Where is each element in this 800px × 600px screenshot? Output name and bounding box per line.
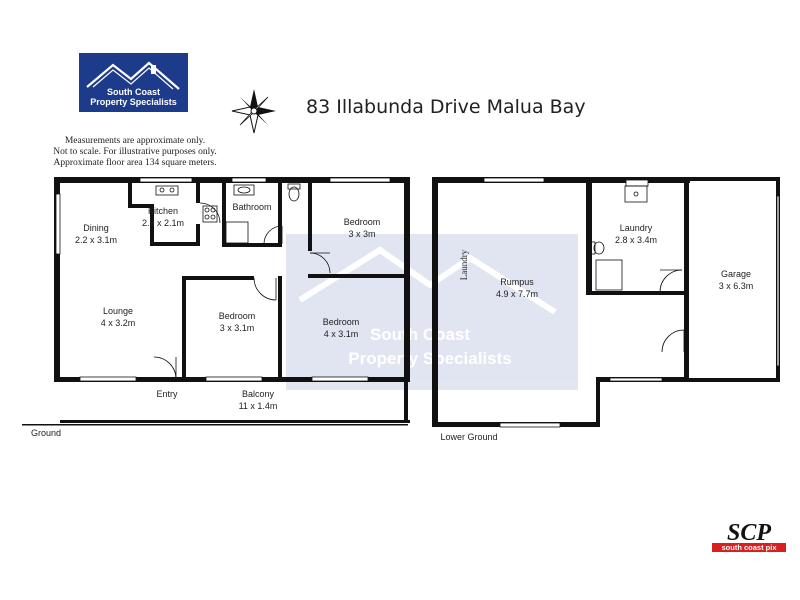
room-laundry-name: Laundry <box>620 223 653 233</box>
compass-icon <box>231 89 276 134</box>
property-title: 83 Illabunda Drive Malua Bay <box>306 96 586 118</box>
scp-subtitle: south coast pix <box>721 543 777 552</box>
note-line-2: Not to scale. For illustrative purposes … <box>53 147 217 157</box>
lower-floor-label: Lower Ground <box>440 432 497 442</box>
room-bedroom2-name: Bedroom <box>219 311 256 321</box>
note-line-1: Measurements are approximate only. <box>64 136 206 146</box>
room-bedroom3-name: Bedroom <box>323 317 360 327</box>
room-laundry-dims: 2.8 x 3.4m <box>615 235 657 245</box>
room-balcony-name: Balcony <box>242 389 275 399</box>
room-dining-name: Dining <box>83 223 109 233</box>
watermark-line1: South Coast <box>370 325 470 344</box>
company-logo: South Coast Property Specialists <box>79 53 188 112</box>
room-rumpus-dims: 4.9 x 7.7m <box>496 289 538 299</box>
ground-floor-label: Ground <box>31 428 61 438</box>
room-entry-name: Entry <box>156 389 178 399</box>
room-rumpus-name: Rumpus <box>500 277 534 287</box>
house-roof-icon <box>86 61 180 90</box>
room-bedroom2-dims: 3 x 3.1m <box>220 323 255 333</box>
room-bedroom1-dims: 3 x 3m <box>348 229 375 239</box>
ground-windows <box>55 177 391 382</box>
watermark-line2: Property Specialists <box>348 349 511 368</box>
room-lounge-dims: 4 x 3.2m <box>101 318 136 328</box>
plan-notes: Measurements are approximate only. Not t… <box>40 136 230 169</box>
note-line-3: Approximate floor area 134 square meters… <box>53 158 217 168</box>
kitchen-fixtures <box>155 183 301 244</box>
room-garage-dims: 3 x 6.3m <box>719 281 754 291</box>
rumpus-vertical-label: Laundry <box>459 249 469 280</box>
lower-doors <box>659 269 685 353</box>
ground-doors <box>153 202 331 380</box>
room-kitchen-dims: 2.9 x 2.1m <box>142 218 184 228</box>
scp-badge: SCP south coast pix <box>712 520 786 552</box>
logo-line2: Property Specialists <box>90 97 177 107</box>
logo-line1: South Coast <box>107 87 160 97</box>
lower-windows <box>483 177 780 428</box>
room-dining-dims: 2.2 x 3.1m <box>75 235 117 245</box>
room-garage-name: Garage <box>721 269 751 279</box>
room-lounge-name: Lounge <box>103 306 133 316</box>
room-bathroom-name: Bathroom <box>232 202 271 212</box>
scp-mark: SCP <box>727 520 771 546</box>
balcony-outline <box>22 381 410 426</box>
laundry-fixtures <box>590 185 648 291</box>
room-kitchen-name: Kitchen <box>148 206 178 216</box>
room-labels: Dining 2.2 x 3.1m Kitchen 2.9 x 2.1m Bat… <box>31 202 753 442</box>
room-balcony-dims: 11 x 1.4m <box>239 401 278 411</box>
room-bedroom3-dims: 4 x 3.1m <box>324 329 359 339</box>
room-bedroom1-name: Bedroom <box>344 217 381 227</box>
